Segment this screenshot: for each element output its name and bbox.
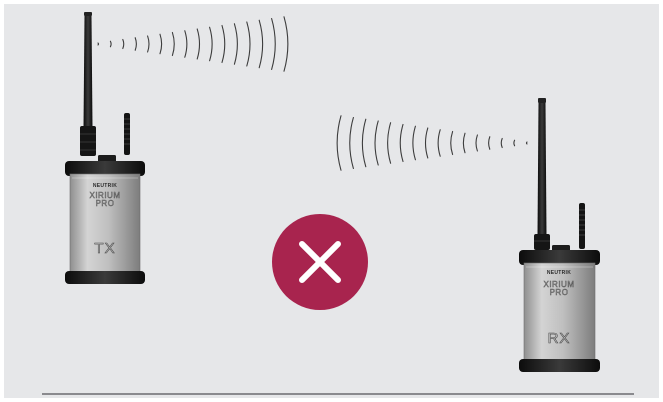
no-link-status [272, 214, 368, 310]
transmitter-bottom-cap [65, 271, 145, 284]
transmitter-body [70, 174, 140, 274]
receiver-model-line2: PRO [550, 288, 569, 297]
receiver-code: RX [548, 330, 571, 347]
transmitter-model-line2: PRO [96, 199, 115, 208]
receiver-body [524, 263, 595, 363]
receiver-brand: NEUTRIK [547, 270, 571, 276]
receiver-bottom-cap [519, 359, 600, 372]
transmitter-brand: NEUTRIK [93, 183, 117, 189]
transmitter-code: TX [94, 240, 115, 257]
radio-wave-arc [98, 43, 99, 45]
receiver-aux-antenna [579, 203, 585, 249]
transmitter-aux-antenna [124, 113, 130, 155]
radio-wave-arc [527, 142, 528, 144]
